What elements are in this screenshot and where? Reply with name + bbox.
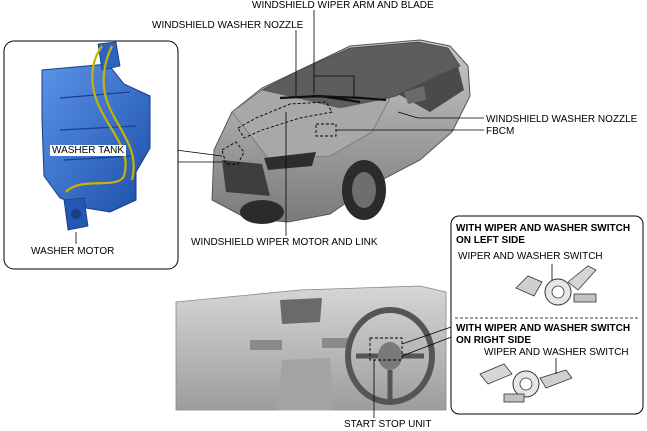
car-illustration: [211, 39, 471, 224]
heading-left-side-line1: WITH WIPER AND WASHER SWITCH: [456, 223, 631, 234]
label-washer-nozzle-right: WINDSHIELD WASHER NOZZLE: [486, 114, 638, 125]
label-start-stop-unit: START STOP UNIT: [344, 419, 432, 430]
label-fbcm: FBCM: [486, 126, 515, 137]
switch-left-drawing: [515, 264, 597, 306]
switch-right-drawing: [479, 358, 573, 403]
heading-left-side-line2: ON LEFT SIDE: [456, 235, 525, 246]
label-washer-nozzle-top: WINDSHIELD WASHER NOZZLE: [152, 20, 304, 31]
label-wiper-arm-blade: WINDSHIELD WIPER ARM AND BLADE: [252, 0, 434, 11]
label-switch-right: WIPER AND WASHER SWITCH: [484, 347, 629, 358]
label-washer-tank: WASHER TANK: [50, 145, 127, 156]
label-wiper-motor-link: WINDSHIELD WIPER MOTOR AND LINK: [191, 237, 378, 248]
heading-right-side-line1: WITH WIPER AND WASHER SWITCH: [456, 323, 631, 334]
label-switch-left: WIPER AND WASHER SWITCH: [458, 251, 603, 262]
interior-illustration: [175, 285, 455, 418]
switch-detail-panel: [450, 215, 644, 415]
car-leader-lines: [175, 10, 484, 236]
heading-right-side-line2: ON RIGHT SIDE: [456, 335, 532, 346]
label-washer-motor: WASHER MOTOR: [31, 246, 115, 257]
